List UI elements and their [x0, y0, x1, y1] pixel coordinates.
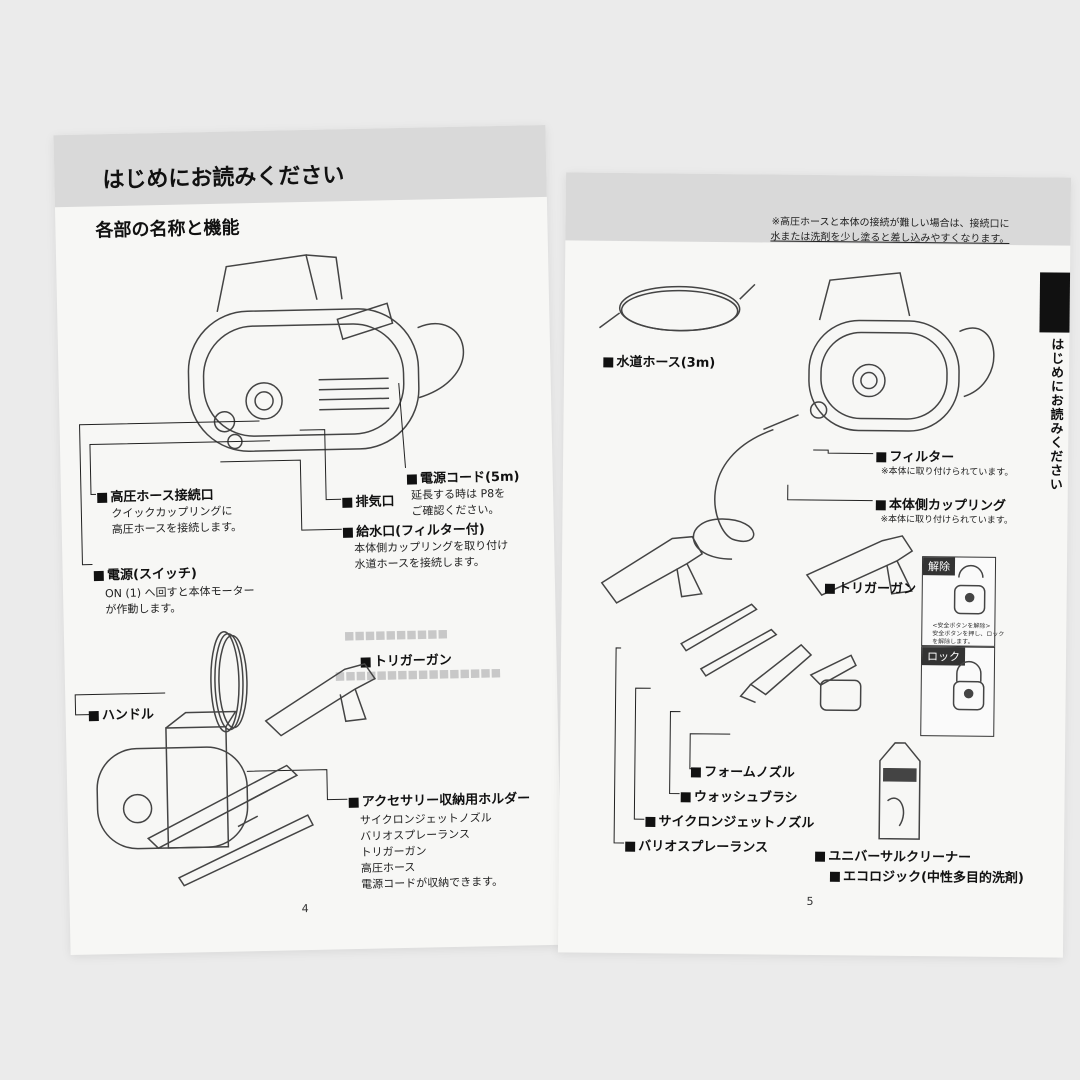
lock-box: ロック — [920, 646, 996, 737]
label-power-cord: 電源コード(5m) — [406, 466, 520, 487]
label-cleaner-sub: エコロジック(中性多目的洗剤) — [829, 865, 1024, 886]
label-water-inlet: 給水口(フィルター付) — [342, 518, 485, 540]
page-number-right: 5 — [806, 894, 814, 909]
desc-power-cord: 延長する時は P8を ご確認ください。 — [410, 486, 506, 518]
label-foam-nozzle: フォームノズル — [690, 761, 795, 781]
label-cleaner: ユニバーサルクリーナー — [814, 845, 971, 865]
right-page: ※高圧ホースと本体の接続が難しい場合は、接続口に 水または洗剤を少し塗ると差し込… — [557, 172, 1072, 958]
cleaner-bottle-illustration — [878, 742, 921, 840]
left-page: はじめにお読みください 各部の名称と機能 高圧ホース接続口 — [53, 124, 563, 956]
unlock-caption: <安全ボタンを解除> 安全ボタンを押し、ロック を解除します。 — [932, 622, 1005, 646]
desc-water-inlet: 本体側カップリングを取り付け 水道ホースを接続します。 — [354, 538, 509, 572]
pressure-washer-illustration — [187, 254, 465, 452]
unit-holder-illustration — [96, 710, 314, 887]
label-accessory-holder: アクセサリー収納用ホルダー — [347, 787, 531, 810]
water-hose-illustration — [599, 283, 756, 332]
label-wash-brush: ウォッシュブラシ — [679, 786, 798, 806]
desc-accessory-holder: サイクロンジェットノズル バリオスプレーランス トリガーガン 高圧ホース 電源コ… — [359, 811, 504, 891]
label-vario-lance: バリオスプレーランス — [624, 835, 768, 855]
page-number-left: 4 — [301, 902, 309, 916]
unit-illustration-right — [808, 272, 995, 432]
high-pressure-hose-illustration — [600, 414, 799, 604]
desc-high-pressure-port: クイックカップリングに 高圧ホースを接続します。 — [111, 504, 243, 537]
label-filter: フィルター — [875, 446, 954, 466]
label-high-pressure-port: 高圧ホース接続口 — [96, 484, 214, 505]
unlock-box: 解除 <安全ボタンを解除> 安全ボタンを押し、ロック を解除します。 — [921, 556, 1004, 647]
note-filter: ※本体に取り付けられています。 — [880, 466, 1014, 479]
label-exhaust: 排気口 — [341, 490, 394, 510]
unlock-icon — [953, 564, 986, 615]
lock-icon — [952, 660, 985, 711]
accessories-illustration — [680, 603, 862, 712]
label-power-switch: 電源(スイッチ) — [92, 562, 197, 583]
label-cyclone-nozzle: サイクロンジェットノズル — [644, 810, 815, 831]
leader-lines-left — [74, 383, 407, 801]
